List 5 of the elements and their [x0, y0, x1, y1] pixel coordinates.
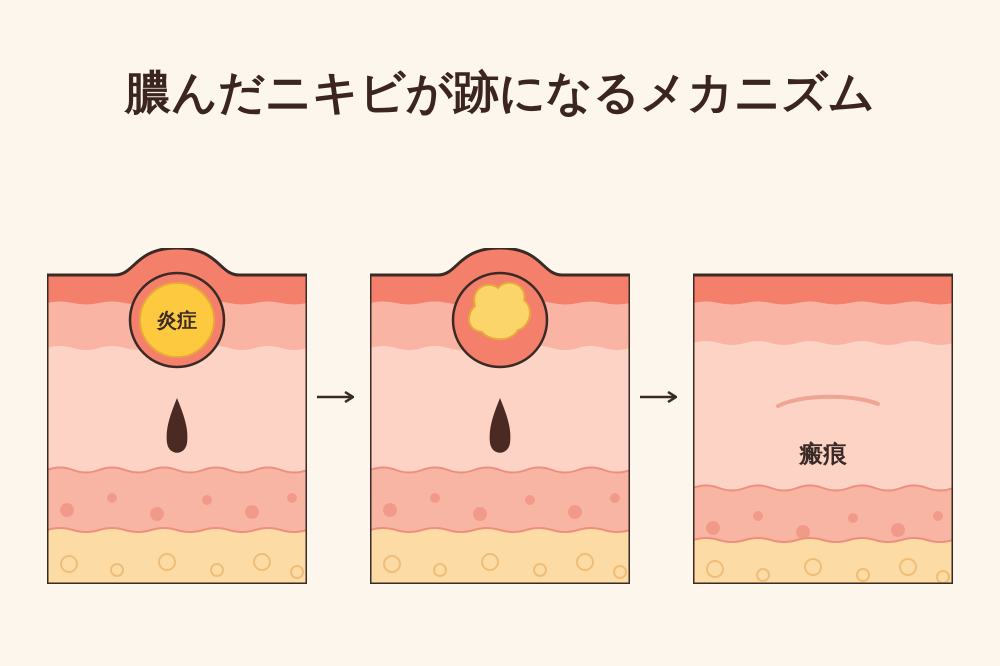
arrow: [317, 390, 354, 404]
title: 膿んだニキビが跡になるメカニズム: [123, 64, 876, 121]
arrow: [640, 390, 678, 404]
circle-label: 炎症: [157, 307, 197, 334]
panel-label: 瘢痕: [798, 439, 848, 470]
